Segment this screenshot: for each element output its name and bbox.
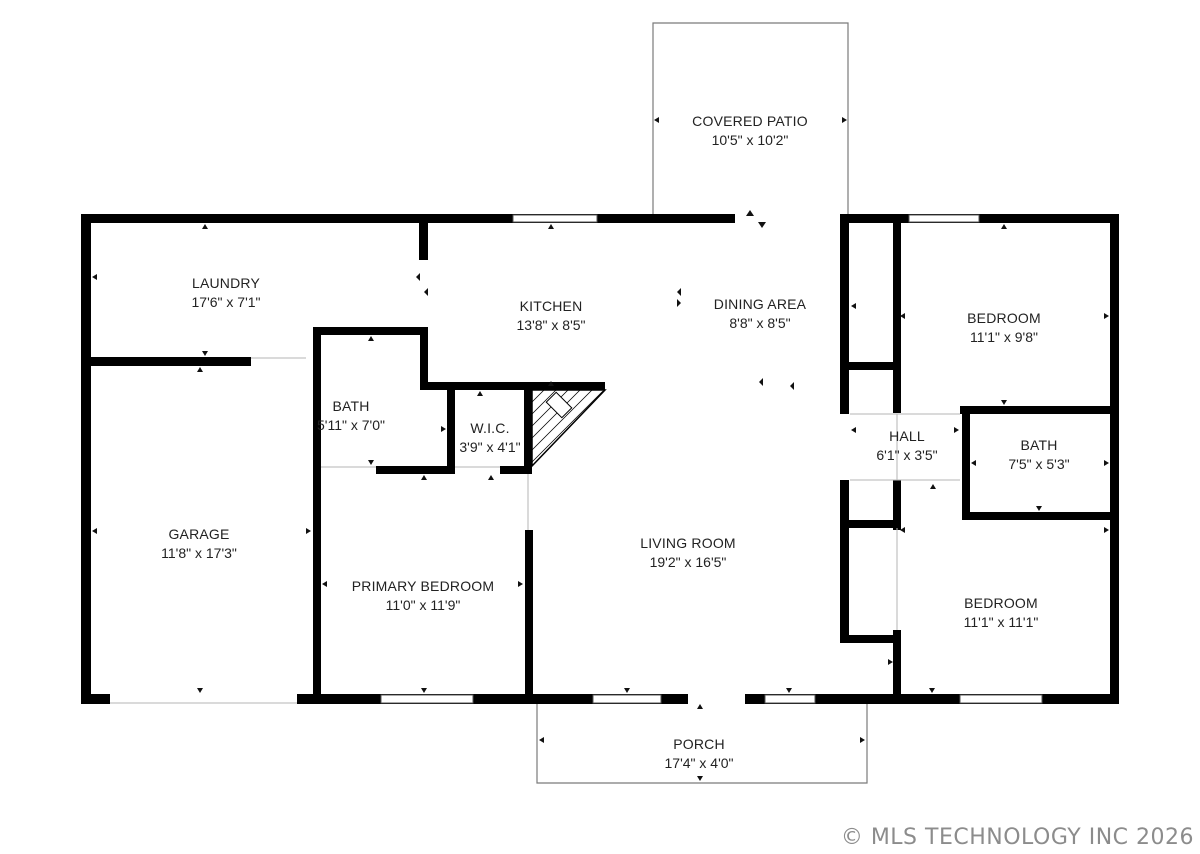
room-dimensions: 11'1" x 9'8" bbox=[970, 329, 1038, 345]
wall-wing-left-lower bbox=[840, 480, 849, 643]
wall-wing-left-upper bbox=[840, 214, 849, 414]
room-garage: GARAGE 11'8" x 17'3" bbox=[161, 525, 237, 563]
room-dining-area: DINING AREA 8'8" x 8'5" bbox=[714, 295, 806, 333]
wall-closet2-bottom bbox=[840, 635, 901, 643]
room-dimensions: 11'8" x 17'3" bbox=[161, 545, 237, 561]
room-dimensions: 3'9" x 4'1" bbox=[459, 439, 521, 455]
outdoor-outlines bbox=[536, 22, 868, 784]
room-bedroom-2: BEDROOM 11'1" x 11'1" bbox=[964, 594, 1039, 632]
wall-right bbox=[1110, 214, 1119, 704]
room-dimensions: 7'5" x 5'3" bbox=[1008, 456, 1070, 472]
room-dimensions: 11'0" x 11'9" bbox=[385, 597, 461, 613]
windows bbox=[380, 214, 1043, 704]
room-porch: PORCH 17'4" x 4'0" bbox=[665, 735, 734, 773]
room-dimensions: 5'11" x 7'0" bbox=[317, 417, 385, 433]
window-kitchen bbox=[512, 214, 598, 223]
wall-laundry-kitchen bbox=[419, 223, 428, 260]
wall-top-left bbox=[81, 214, 735, 223]
room-dimensions: 6'1" x 3'5" bbox=[876, 447, 938, 463]
room-name: PRIMARY BEDROOM bbox=[351, 578, 495, 594]
room-bath-1: BATH 5'11" x 7'0" bbox=[317, 397, 385, 435]
room-covered-patio: COVERED PATIO 10'5" x 10'2" bbox=[692, 112, 808, 150]
room-name: KITCHEN bbox=[519, 298, 583, 314]
room-dimensions: 13'8" x 8'5" bbox=[516, 317, 586, 333]
room-laundry: LAUNDRY 17'6" x 7'1" bbox=[192, 274, 261, 312]
wall-bath1-wic bbox=[447, 382, 455, 474]
room-bedroom-1: BEDROOM 11'1" x 9'8" bbox=[967, 309, 1041, 347]
wall-laundry-garage bbox=[81, 357, 251, 366]
wall-wic-right bbox=[524, 382, 532, 474]
wall-wic-bottom bbox=[500, 466, 530, 474]
room-wic: W.I.C. 3'9" x 4'1" bbox=[459, 419, 520, 457]
covered-patio-outline bbox=[652, 22, 849, 215]
wall-bath1-top bbox=[313, 327, 428, 335]
wall-bath1-bottom bbox=[376, 466, 455, 474]
room-kitchen: KITCHEN 13'8" x 8'5" bbox=[517, 297, 586, 335]
wall-bath2-left bbox=[962, 406, 970, 518]
wall-bottom-right bbox=[745, 694, 1119, 704]
room-name: HALL bbox=[889, 428, 925, 444]
window-bedroom1 bbox=[908, 214, 980, 223]
room-dimensions: 10'5" x 10'2" bbox=[711, 132, 789, 148]
room-dimensions: 8'8" x 8'5" bbox=[729, 315, 791, 331]
room-name: BEDROOM bbox=[964, 595, 1038, 611]
room-name: LAUNDRY bbox=[191, 275, 261, 291]
wall-closet2-top bbox=[840, 520, 901, 528]
window-living-right bbox=[764, 694, 816, 704]
room-name: PORCH bbox=[673, 736, 725, 752]
porch-outline bbox=[536, 700, 868, 784]
wall-bath1-left bbox=[313, 327, 321, 704]
wall-hall-left bbox=[893, 480, 901, 510]
copyright-watermark: © MLS TECHNOLOGY INC 2026 bbox=[840, 825, 1194, 850]
fireplace bbox=[531, 389, 607, 468]
window-living bbox=[592, 694, 662, 704]
wall-bottom-main bbox=[297, 694, 688, 704]
room-name: COVERED PATIO bbox=[692, 113, 808, 129]
room-hall: HALL 6'1" x 3'5" bbox=[876, 427, 937, 465]
wall-left bbox=[81, 214, 91, 704]
room-name: BATH bbox=[1020, 437, 1058, 453]
walls bbox=[81, 214, 1119, 704]
room-name: BATH bbox=[332, 398, 370, 414]
room-dimensions: 17'6" x 7'1" bbox=[191, 294, 261, 310]
room-dimensions: 17'4" x 4'0" bbox=[664, 755, 734, 771]
room-name: BEDROOM bbox=[967, 310, 1041, 326]
room-name: GARAGE bbox=[168, 526, 230, 542]
window-bedroom2 bbox=[959, 694, 1043, 704]
wall-bedroom1-bottom bbox=[960, 406, 1119, 414]
wall-kitchen-bottom bbox=[420, 382, 605, 390]
room-living-room: LIVING ROOM 19'2" x 16'5" bbox=[640, 534, 736, 572]
room-name: LIVING ROOM bbox=[640, 535, 736, 551]
window-primary bbox=[380, 694, 474, 704]
wall-bottom-garage bbox=[81, 694, 110, 704]
wall-bath2-bottom bbox=[962, 512, 1119, 520]
dimension-markers bbox=[92, 117, 1109, 781]
wall-bath1-right-upper bbox=[420, 327, 428, 389]
wall-closet1-right bbox=[893, 223, 901, 413]
wall-primary-living bbox=[525, 530, 533, 704]
room-name: W.I.C. bbox=[470, 420, 510, 436]
room-name: DINING AREA bbox=[713, 296, 807, 312]
thresholds bbox=[110, 357, 960, 704]
room-dimensions: 11'1" x 11'1" bbox=[963, 614, 1039, 630]
wall-closet1-bottom bbox=[840, 362, 901, 370]
room-bath-2: BATH 7'5" x 5'3" bbox=[1008, 436, 1069, 474]
room-dimensions: 19'2" x 16'5" bbox=[649, 554, 727, 570]
wall-bedroom2-left bbox=[893, 630, 901, 704]
room-primary-bedroom: PRIMARY BEDROOM 11'0" x 11'9" bbox=[352, 577, 495, 615]
